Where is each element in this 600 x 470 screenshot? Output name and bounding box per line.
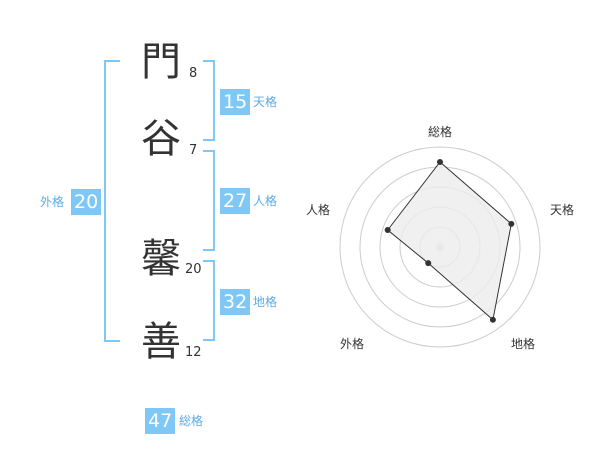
soukaku-label: 総格 <box>179 414 204 428</box>
radar-point-1 <box>437 159 443 165</box>
chikaku-bracket <box>203 260 215 341</box>
name-char-4: 善 <box>141 319 181 365</box>
radar-point-4 <box>425 260 432 267</box>
jinkaku-value: 27 <box>220 188 251 214</box>
gaikaku-label: 外格 <box>40 195 65 209</box>
name-char-2: 谷 <box>141 116 181 162</box>
jinkaku-bracket <box>203 150 215 251</box>
tenkaku-label: 天格 <box>253 95 278 109</box>
radar-label-tenkaku: 天格 <box>550 203 575 217</box>
jinkaku-label: 人格 <box>253 194 278 208</box>
radar-label-jinkaku: 人格 <box>306 203 331 217</box>
radar-label-gaikaku: 外格 <box>340 337 365 351</box>
radar-label-soukaku: 総格 <box>428 125 453 139</box>
radar-point-3 <box>489 316 496 323</box>
name-char-1: 門 <box>141 39 181 85</box>
radar-label-chikaku: 地格 <box>511 337 536 351</box>
radar-chart <box>339 146 541 348</box>
tenkaku-value: 15 <box>220 89 251 115</box>
radar-grid-ring <box>339 146 541 348</box>
name-char-3: 馨 <box>141 236 181 282</box>
stroke-count-2: 7 <box>189 143 198 158</box>
soukaku-value: 47 <box>145 408 176 434</box>
chikaku-label: 地格 <box>253 295 278 309</box>
chikaku-value: 32 <box>220 289 251 315</box>
radar-series-polygon <box>386 161 512 321</box>
radar-point-5 <box>384 227 391 234</box>
gaikaku-value: 20 <box>71 189 102 215</box>
radar-point-2 <box>508 220 515 227</box>
stroke-count-3: 20 <box>185 262 202 277</box>
stroke-count-4: 12 <box>185 345 202 360</box>
tenkaku-bracket <box>203 60 215 141</box>
stroke-count-1: 8 <box>189 66 198 81</box>
gaikaku-bracket <box>104 60 120 342</box>
